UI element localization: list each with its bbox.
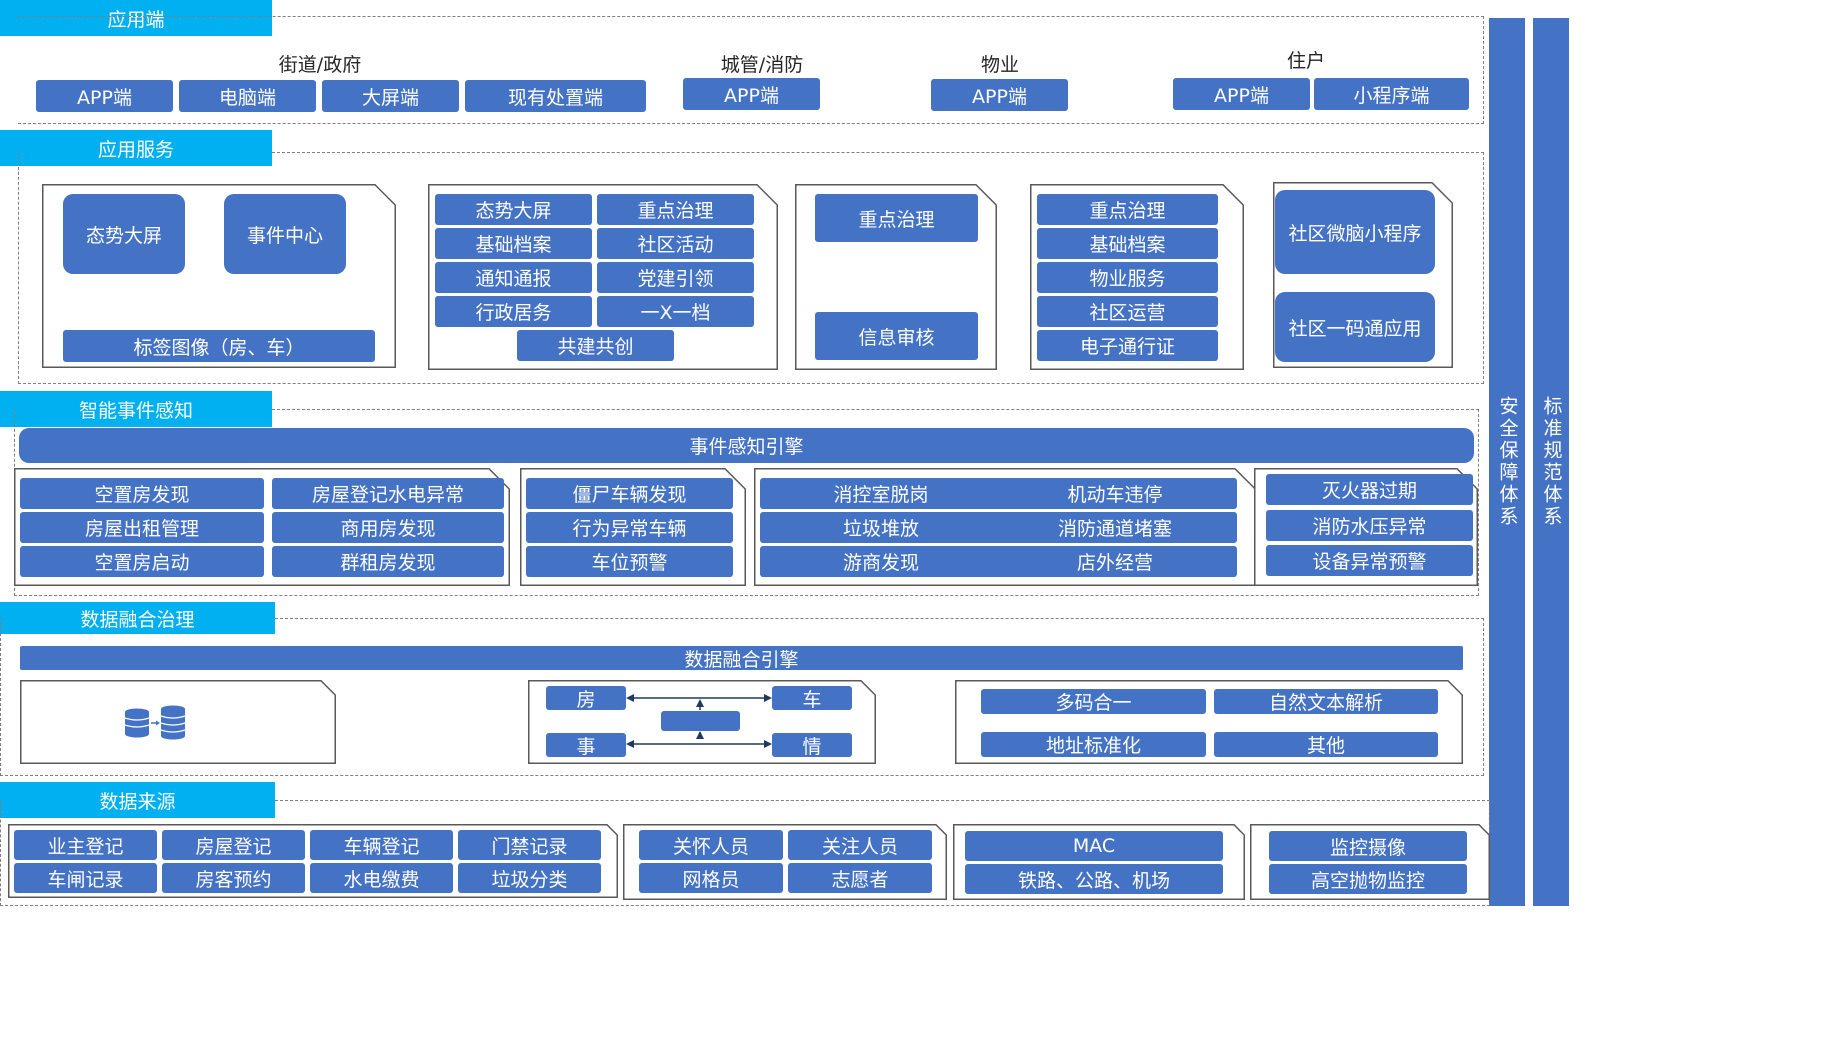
perception-item: 灭火器过期 <box>1266 474 1473 505</box>
gov-pc-client: 电脑端 <box>179 80 316 112</box>
resident-miniprogram-client: 小程序端 <box>1314 78 1469 110</box>
perception-item: 商用房发现 <box>272 512 504 543</box>
section-title-data-fusion: 数据融合治理 <box>0 602 275 634</box>
standard-system-label: 标准规范体系 <box>1540 396 1563 528</box>
group-label-resident: 住户 <box>1286 50 1325 72</box>
service-item: 通知通报 <box>435 262 592 293</box>
source-item: 志愿者 <box>788 863 932 893</box>
service-item: 基础档案 <box>1037 228 1218 259</box>
service-item: 态势大屏 <box>435 194 592 225</box>
source-item: 监控摄像 <box>1269 831 1467 861</box>
event-center-card: 事件中心 <box>224 194 346 274</box>
gov-bigscreen-client: 大屏端 <box>322 80 459 112</box>
perception-item: 车位预警 <box>526 546 733 577</box>
perception-item: 消控室脱岗 <box>833 484 929 506</box>
info-review-card: 信息审核 <box>815 312 978 360</box>
service-item: 行政居务 <box>435 296 592 327</box>
fusion-item: 地址标准化 <box>981 732 1206 757</box>
city-app-client: APP端 <box>683 78 820 110</box>
perception-item: 房屋出租管理 <box>20 512 264 543</box>
service-item: 一X一档 <box>597 296 754 327</box>
service-item: 基础档案 <box>435 228 592 259</box>
section-frame-app-client <box>18 16 1484 124</box>
security-system-label: 安全保障体系 <box>1496 396 1519 528</box>
source-item: 高空抛物监控 <box>1269 864 1467 894</box>
gov-app-client: APP端 <box>36 80 173 112</box>
perception-item: 空置房启动 <box>20 546 264 577</box>
source-item: 关注人员 <box>788 830 932 860</box>
perception-item: 游商发现 <box>842 552 919 574</box>
perception-item: 店外经营 <box>1076 552 1153 574</box>
perception-item: 消防水压异常 <box>1266 510 1473 541</box>
perception-item: 房屋登记水电异常 <box>272 478 504 509</box>
group-label-gov: 街道/政府 <box>278 54 362 76</box>
relation-event: 事 <box>546 733 626 758</box>
section-frame-data-fusion <box>0 618 1484 776</box>
perception-row: 垃圾堆放 消防通道堵塞 <box>760 512 1237 543</box>
relation-car: 车 <box>772 686 852 711</box>
situation-screen-card: 态势大屏 <box>63 194 185 274</box>
service-item: 党建引领 <box>597 262 754 293</box>
property-app-client: APP端 <box>931 79 1068 111</box>
relation-emotion: 情 <box>772 733 852 758</box>
perception-item: 消防通道堵塞 <box>1057 518 1172 540</box>
tag-image-bar: 标签图像（房、车） <box>63 330 375 362</box>
source-item: 车闸记录 <box>14 863 157 893</box>
source-item: 房屋登记 <box>162 830 305 860</box>
community-one-code-card: 社区一码通应用 <box>1275 292 1435 362</box>
section-title-event-perception: 智能事件感知 <box>0 391 272 427</box>
service-item: 物业服务 <box>1037 262 1218 293</box>
perception-row: 游商发现 店外经营 <box>760 546 1237 577</box>
group-label-property: 物业 <box>980 54 1019 76</box>
fusion-item: 多码合一 <box>981 689 1206 714</box>
perception-item: 空置房发现 <box>20 478 264 509</box>
source-item: 房客预约 <box>162 863 305 893</box>
perception-item: 群租房发现 <box>272 546 504 577</box>
section-title-app-service: 应用服务 <box>0 130 272 166</box>
source-item: 垃圾分类 <box>458 863 601 893</box>
perception-item: 设备异常预警 <box>1266 545 1473 576</box>
key-governance-card: 重点治理 <box>815 194 978 242</box>
source-item: 车辆登记 <box>310 830 453 860</box>
perception-item: 僵尸车辆发现 <box>526 478 733 509</box>
security-system-bar: 安全保障体系 <box>1489 18 1525 906</box>
relation-house: 房 <box>546 686 626 711</box>
service-item: 重点治理 <box>1037 194 1218 225</box>
source-item: 关怀人员 <box>639 830 783 860</box>
gov-existing-handler-client: 现有处置端 <box>465 80 646 112</box>
database-sync-icon <box>124 705 186 740</box>
source-item: 铁路、公路、机场 <box>965 864 1223 894</box>
section-frame-app-service <box>18 152 1484 384</box>
source-item: 网格员 <box>639 863 783 893</box>
service-item: 电子通行证 <box>1037 330 1218 361</box>
source-item: 门禁记录 <box>458 830 601 860</box>
perception-item: 机动车违停 <box>1067 484 1163 506</box>
service-item: 社区活动 <box>597 228 754 259</box>
resident-app-client: APP端 <box>1173 78 1310 110</box>
relation-arrows <box>626 694 772 748</box>
service-item: 社区运营 <box>1037 296 1218 327</box>
source-item: MAC <box>965 831 1223 861</box>
event-perception-engine-bar: 事件感知引擎 <box>19 428 1474 463</box>
service-item: 重点治理 <box>597 194 754 225</box>
standard-system-bar: 标准规范体系 <box>1533 18 1569 906</box>
perception-item: 行为异常车辆 <box>526 512 733 543</box>
relation-hub <box>661 711 740 731</box>
service-item-co-build: 共建共创 <box>517 330 674 361</box>
perception-item: 垃圾堆放 <box>842 518 919 540</box>
source-item: 水电缴费 <box>310 863 453 893</box>
source-item: 业主登记 <box>14 830 157 860</box>
perception-row: 消控室脱岗 机动车违停 <box>760 478 1237 509</box>
group-label-city: 城管/消防 <box>720 54 804 76</box>
section-title-data-source: 数据来源 <box>0 782 275 818</box>
community-miniprogram-card: 社区微脑小程序 <box>1275 190 1435 274</box>
section-title-app-client: 应用端 <box>0 0 272 36</box>
fusion-item: 其他 <box>1214 732 1438 757</box>
data-fusion-engine-bar: 数据融合引擎 <box>20 646 1463 671</box>
fusion-item: 自然文本解析 <box>1214 689 1438 714</box>
